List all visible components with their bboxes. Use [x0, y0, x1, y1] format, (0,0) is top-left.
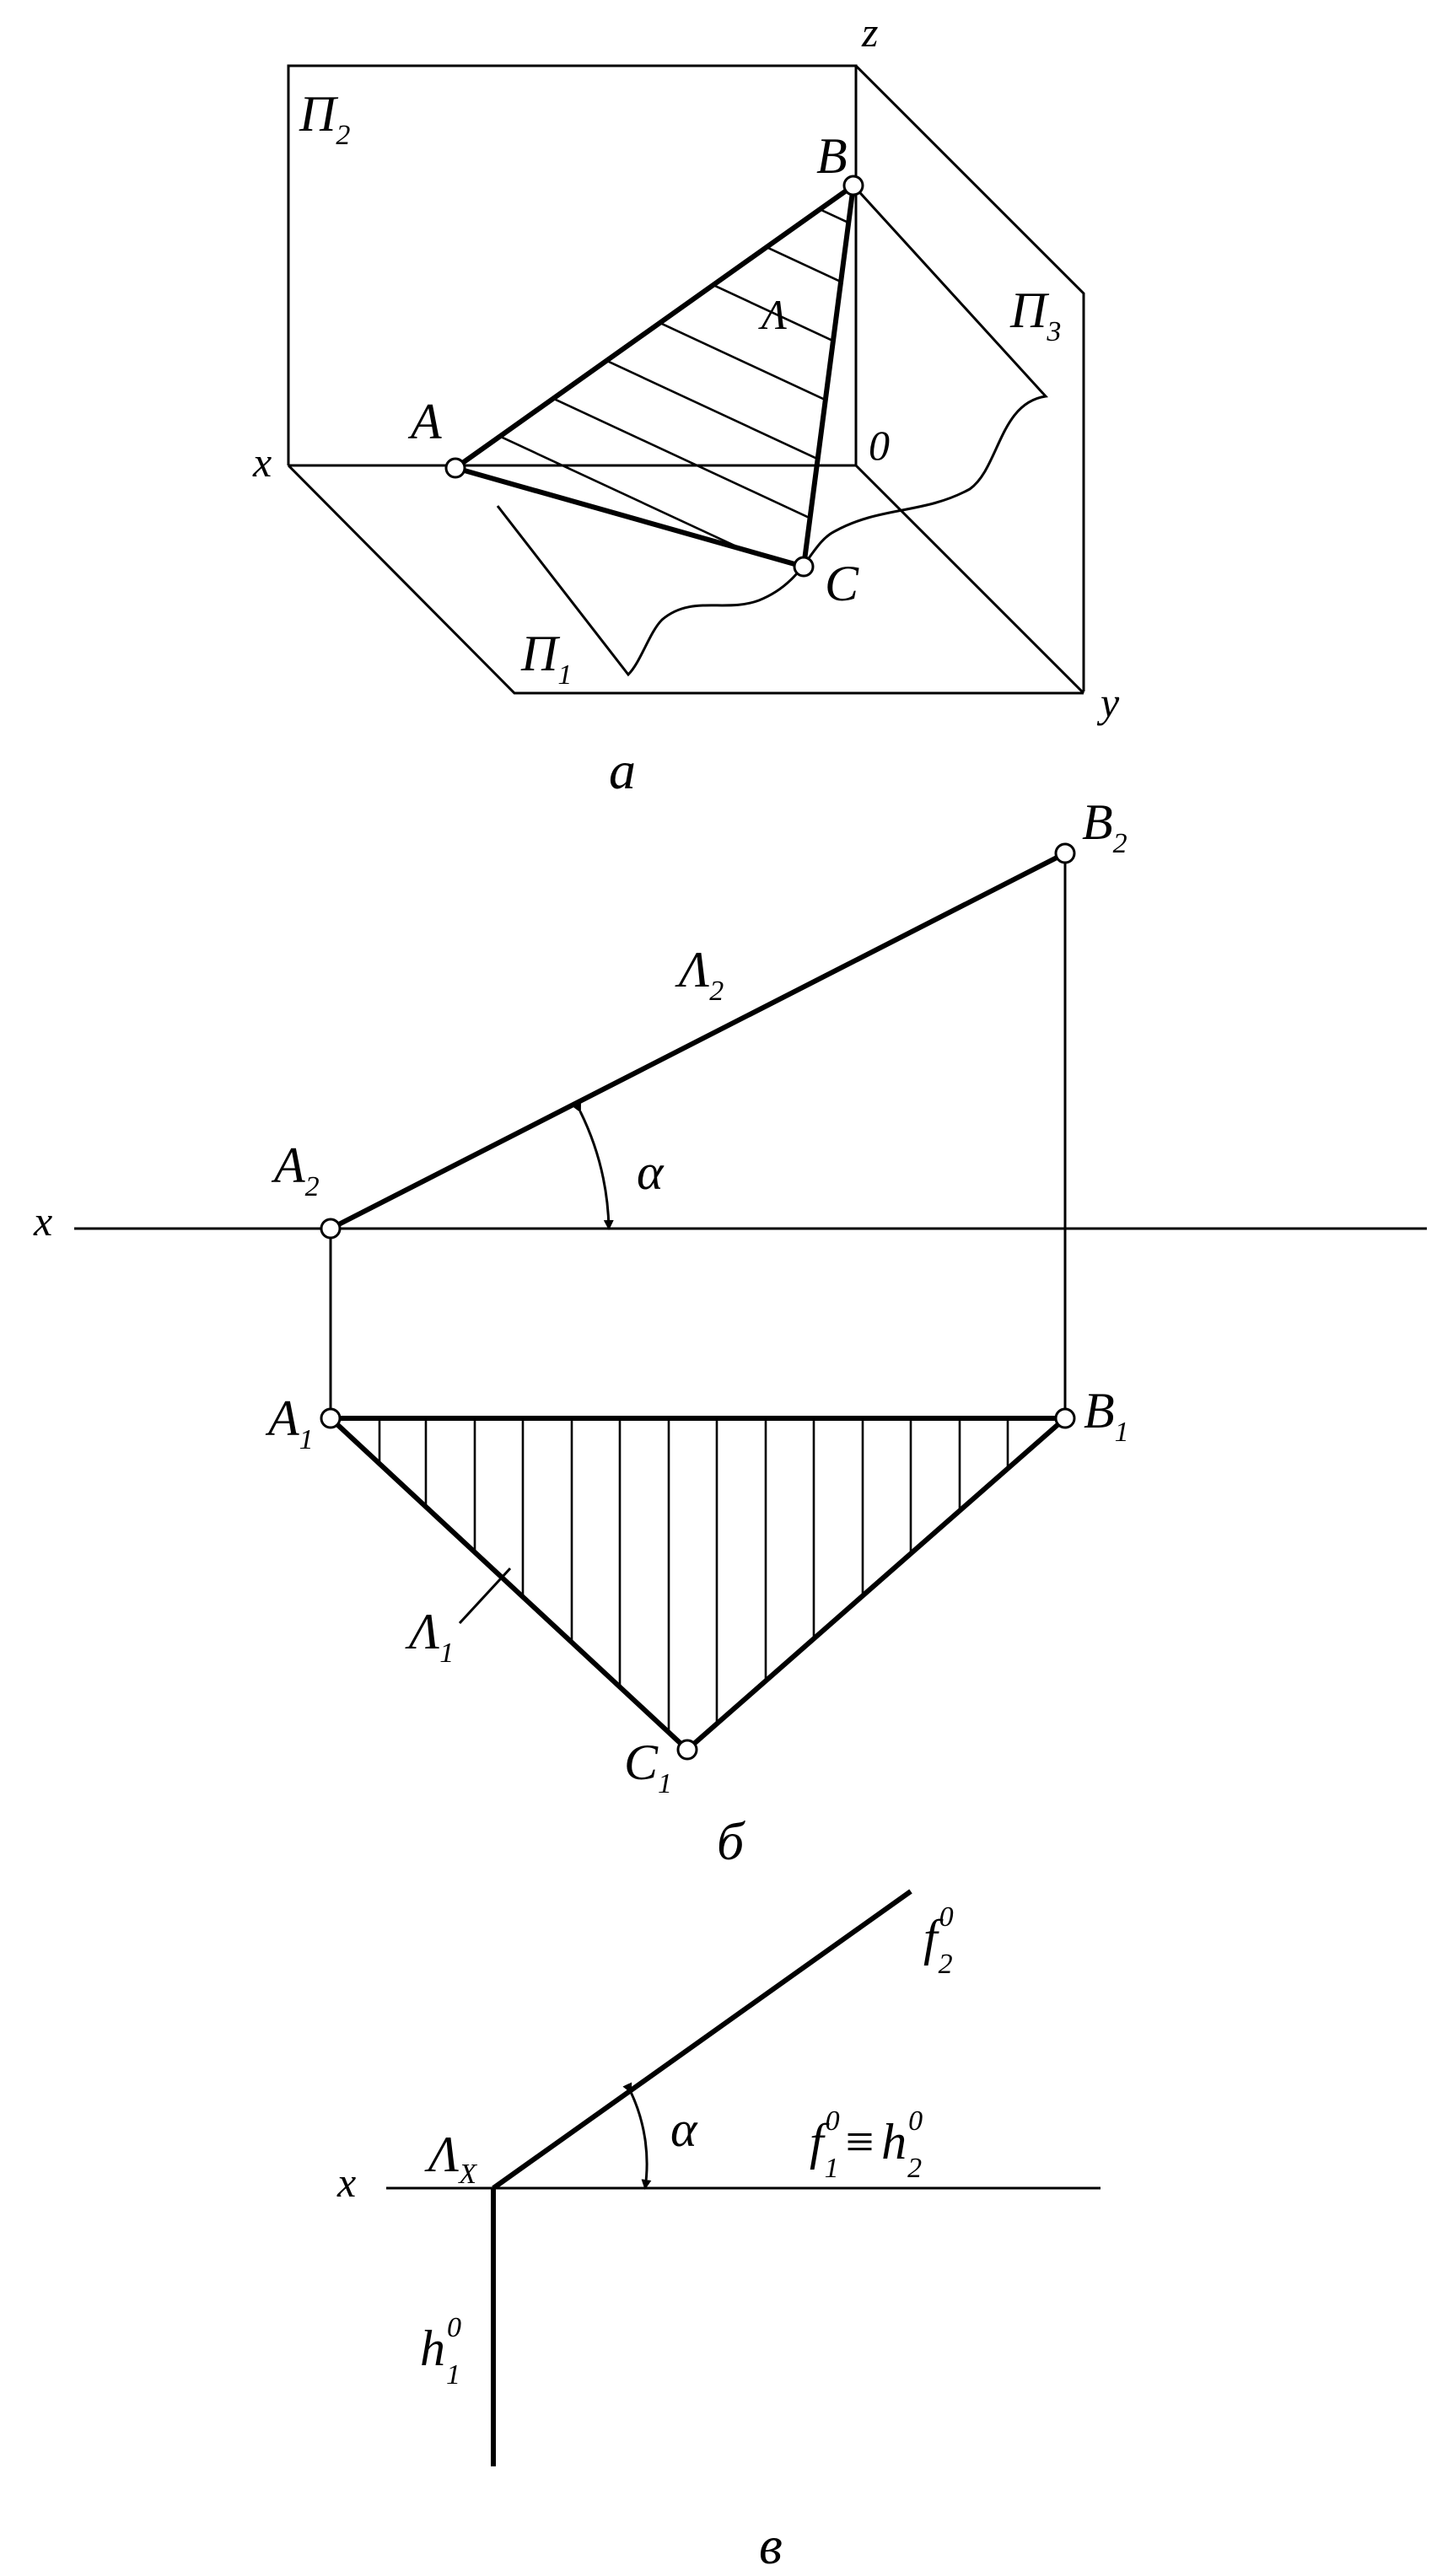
triangle-a1b1c1 — [324, 1416, 1072, 1754]
triangle-a-hatching — [455, 186, 853, 567]
label-p1: Π1 — [520, 626, 572, 691]
label-b2: B2 — [1082, 794, 1127, 859]
label-b1: B1 — [1084, 1383, 1129, 1448]
label-p2: Π2 — [299, 86, 350, 151]
point-b-marker — [842, 175, 864, 196]
label-origin: 0 — [869, 422, 890, 469]
caption-a: а — [609, 740, 636, 800]
point-c-marker — [793, 556, 815, 578]
label-alpha-c: α — [670, 2101, 698, 2157]
point-b1-marker — [1054, 1407, 1076, 1429]
label-p3: Π3 — [1009, 282, 1061, 347]
label-a1: A1 — [265, 1390, 314, 1455]
point-a2-marker — [320, 1218, 342, 1240]
plane-p1-frame — [287, 464, 1084, 695]
label-axis-x: x — [252, 438, 272, 486]
plane-p3-frame — [854, 64, 1085, 691]
label-c1: C1 — [624, 1734, 672, 1799]
label-plane-lambda: Λ — [758, 291, 787, 338]
label-point-b: B — [816, 128, 848, 184]
angle-alpha-arc-c — [622, 2082, 652, 2190]
label-alpha-b: α — [637, 1144, 665, 1200]
figure-a: Π2 Π3 Π1 x z y 0 A B C Λ а — [252, 8, 1120, 800]
axis-y-line — [854, 464, 1085, 695]
point-a-marker — [444, 457, 466, 479]
plane-p2-frame — [287, 64, 858, 465]
trace-f2 — [492, 1889, 912, 2191]
point-a1-marker — [320, 1407, 342, 1429]
caption-c: в — [759, 2515, 783, 2575]
point-c1-marker — [676, 1739, 698, 1761]
leader-lambda1 — [458, 1567, 512, 1625]
label-axis-y: y — [1096, 679, 1120, 726]
label-axis-z: z — [861, 8, 878, 56]
label-point-a: A — [407, 394, 442, 449]
label-lambda-x: ΛX — [424, 2127, 477, 2190]
triangle-b-hatching — [378, 1418, 1009, 1750]
label-a2: A2 — [271, 1137, 320, 1202]
label-axis-x-c: x — [336, 2159, 356, 2206]
label-lambda1: Λ1 — [405, 1604, 454, 1669]
point-b2-marker — [1054, 842, 1076, 864]
line-a2b2 — [329, 851, 1067, 1231]
triangle-abc — [449, 180, 857, 570]
label-point-c: C — [825, 556, 859, 611]
label-axis-x-b: x — [33, 1197, 52, 1245]
plane-lambda-boundary — [496, 184, 1049, 677]
figure-b: x A2 B2 A1 B1 C1 Λ2 Λ1 α б — [33, 794, 1427, 1871]
caption-b: б — [717, 1811, 745, 1871]
label-lambda2: Λ2 — [675, 942, 724, 1007]
angle-alpha-arc-b — [572, 1101, 614, 1230]
